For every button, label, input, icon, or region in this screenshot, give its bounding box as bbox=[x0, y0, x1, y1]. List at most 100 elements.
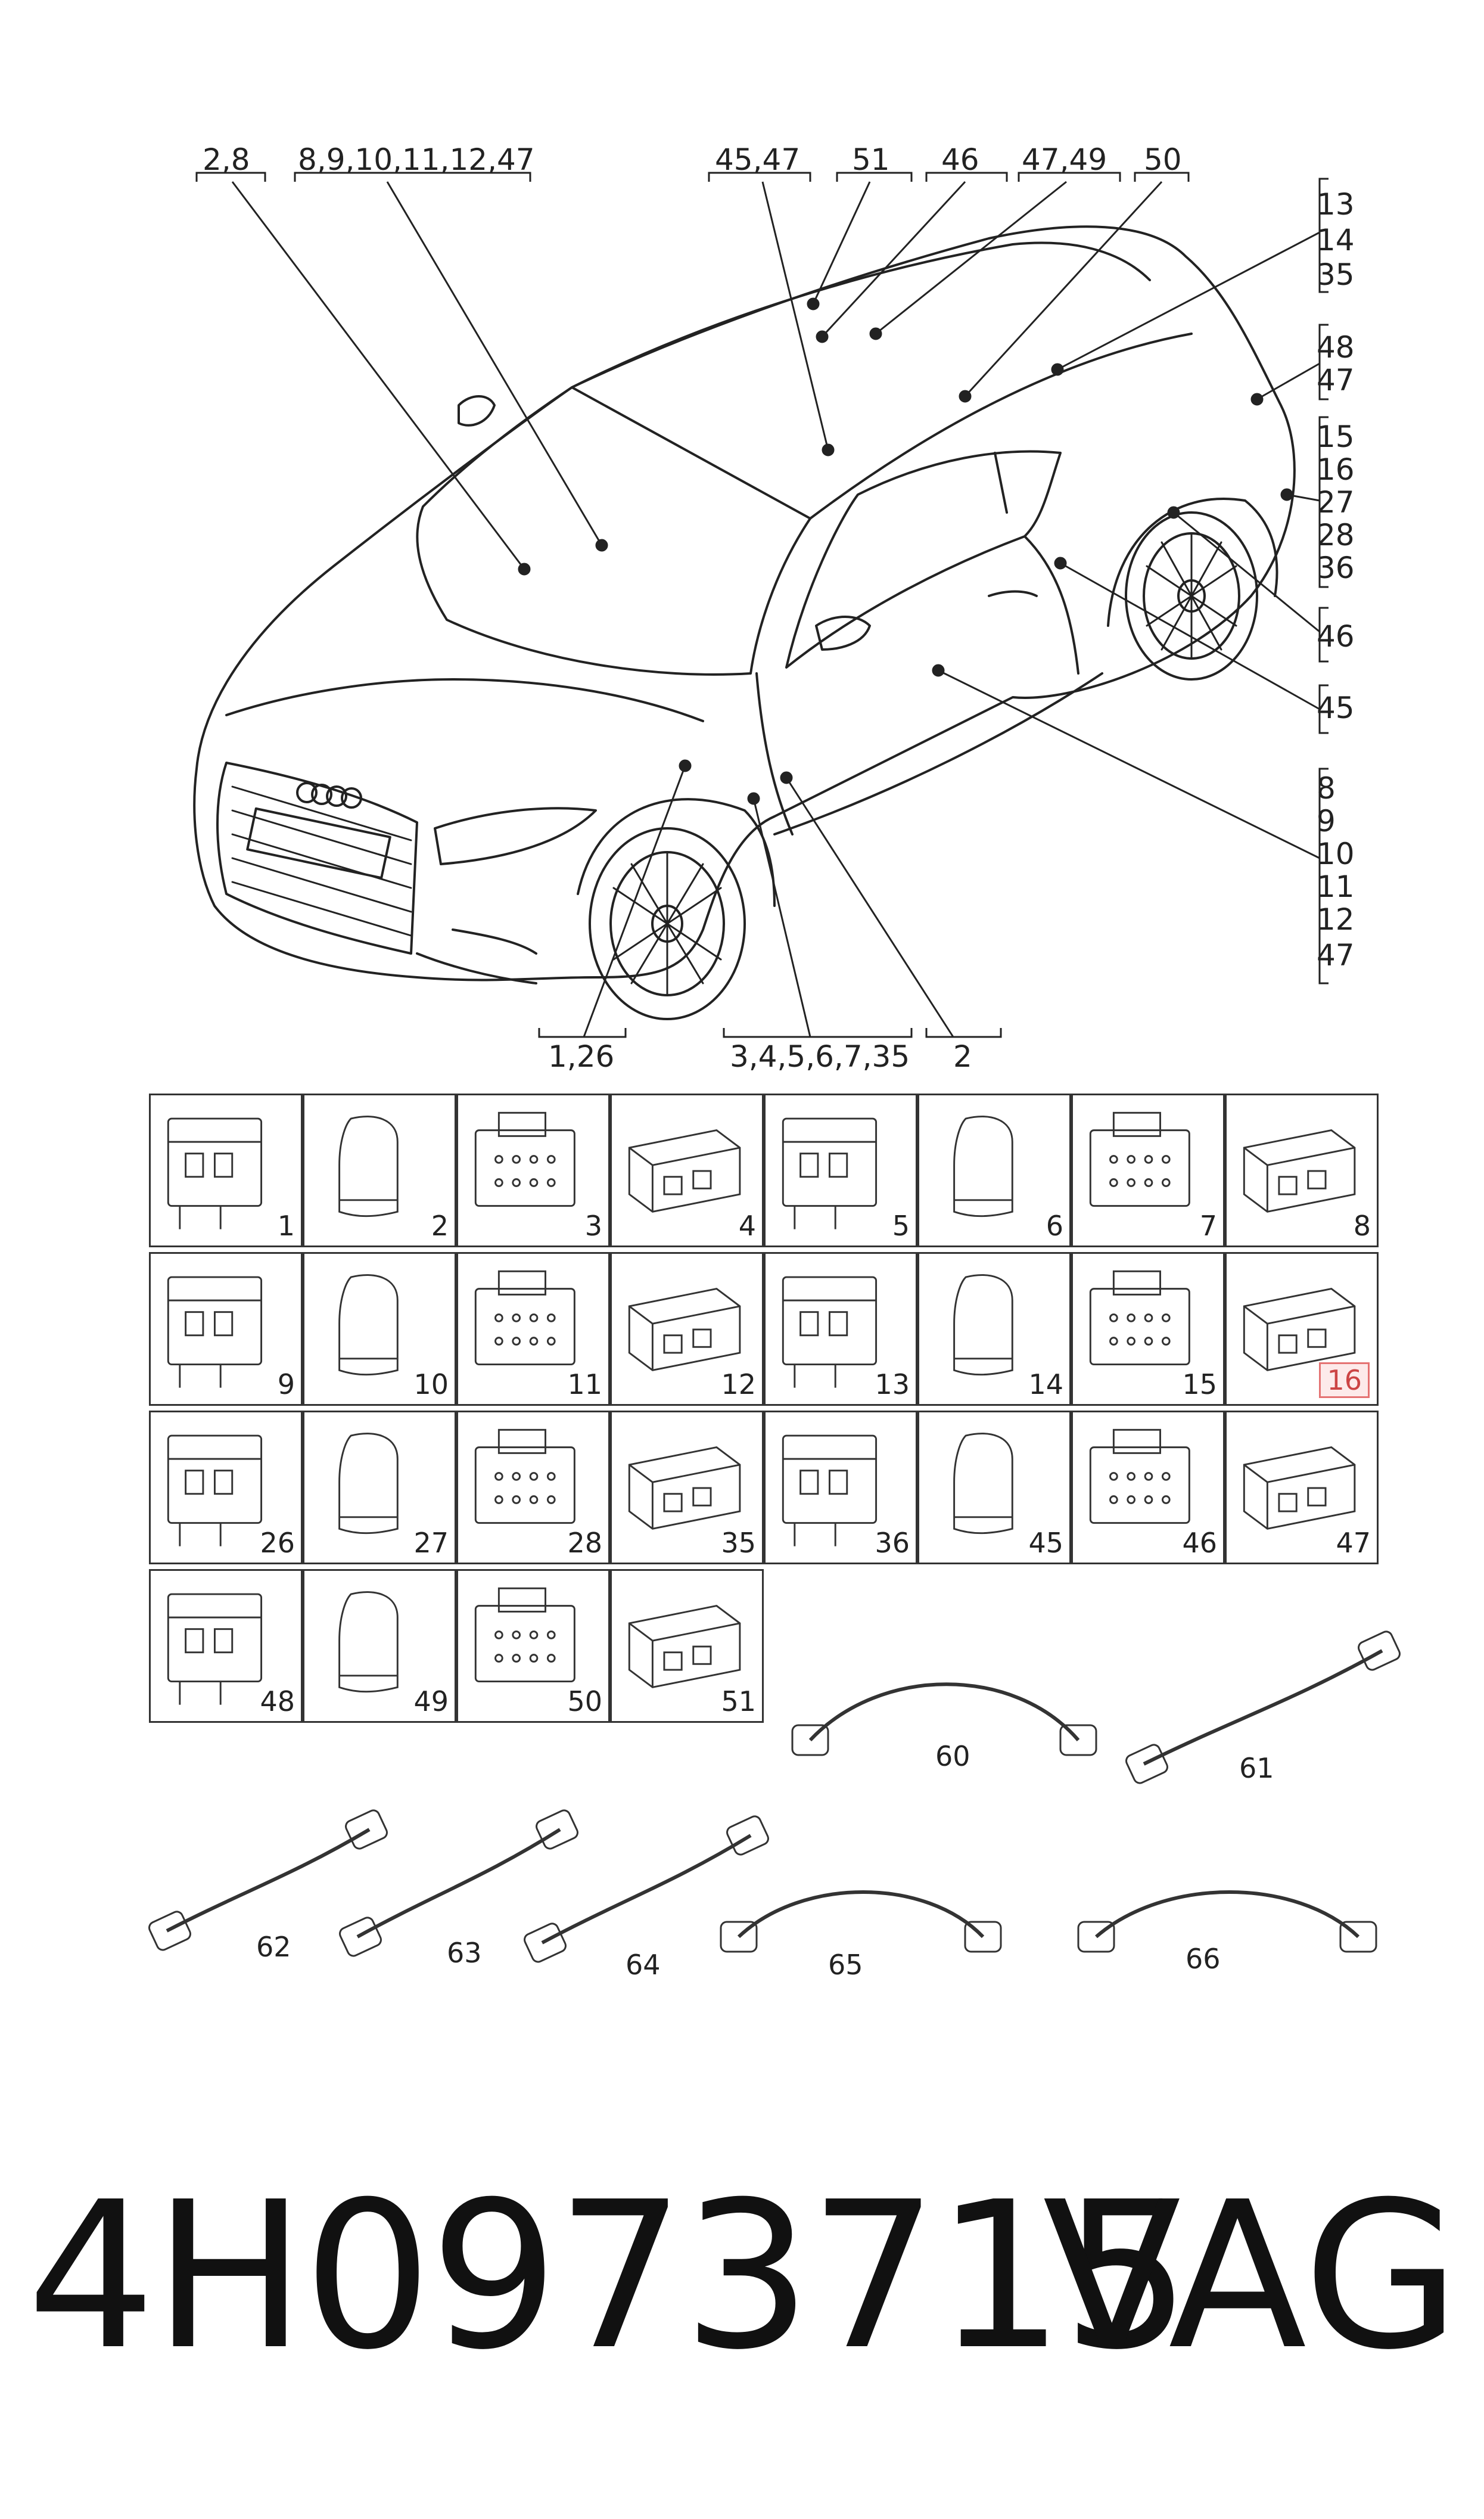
part-number-label: 50 bbox=[567, 1685, 602, 1717]
connector-icon bbox=[782, 1434, 878, 1546]
connector-icon bbox=[338, 1116, 399, 1217]
right-callout-36: 36 bbox=[1317, 551, 1355, 585]
part-cell-26[interactable]: 26 bbox=[149, 1411, 303, 1564]
connector-icon bbox=[1089, 1428, 1190, 1524]
part-cell-16[interactable]: 16 bbox=[1225, 1252, 1379, 1406]
connector-icon bbox=[628, 1446, 741, 1530]
right-callout-47b: 47 bbox=[1317, 938, 1355, 973]
front-bumper bbox=[416, 952, 537, 984]
callout-2-8: 2,8 bbox=[203, 142, 250, 177]
part-number-label: 11 bbox=[567, 1368, 602, 1400]
part-cell-1[interactable]: 1 bbox=[149, 1094, 303, 1247]
car-body-outline bbox=[193, 225, 1296, 981]
cable-65[interactable]: 65 bbox=[709, 1865, 1019, 1984]
connector-icon bbox=[338, 1433, 399, 1535]
part-cell-28[interactable]: 28 bbox=[456, 1411, 610, 1564]
front-wheel-arch bbox=[577, 798, 776, 907]
right-callout-14: 14 bbox=[1317, 223, 1355, 257]
part-number-label: 15 bbox=[1182, 1368, 1217, 1400]
part-cell-2[interactable]: 2 bbox=[303, 1094, 456, 1247]
side-window bbox=[785, 450, 1062, 669]
right-callout-16: 16 bbox=[1317, 452, 1355, 487]
connector-icon bbox=[1089, 1270, 1190, 1366]
connector-icon bbox=[1089, 1111, 1190, 1207]
part-number-label: 45 bbox=[1028, 1527, 1063, 1559]
part-cell-4[interactable]: 4 bbox=[610, 1094, 764, 1247]
connector-icon bbox=[953, 1116, 1013, 1217]
part-number-label: 26 bbox=[260, 1527, 295, 1559]
part-cell-35[interactable]: 35 bbox=[610, 1411, 764, 1564]
part-number-label: 12 bbox=[721, 1368, 756, 1400]
callout-3-to-35: 3,4,5,6,7,35 bbox=[730, 1039, 910, 1074]
rear-wheel bbox=[1125, 511, 1258, 681]
part-cell-7[interactable]: 7 bbox=[1071, 1094, 1225, 1247]
part-cell-46[interactable]: 46 bbox=[1071, 1411, 1225, 1564]
cable-number-label: 64 bbox=[626, 1949, 661, 1981]
connector-icon bbox=[782, 1117, 878, 1229]
part-cell-11[interactable]: 11 bbox=[456, 1252, 610, 1406]
connector-icon bbox=[338, 1274, 399, 1376]
part-number-label: 10 bbox=[413, 1368, 449, 1400]
cable-drawing bbox=[524, 1815, 769, 1963]
part-number-label: 16 bbox=[1319, 1362, 1370, 1398]
part-number-label: 6 bbox=[1046, 1210, 1063, 1242]
part-cell-36[interactable]: 36 bbox=[764, 1411, 917, 1564]
part-cell-12[interactable]: 12 bbox=[610, 1252, 764, 1406]
cable-62[interactable]: 62 bbox=[143, 1800, 393, 1967]
part-number-label: 14 bbox=[1028, 1368, 1063, 1400]
part-cell-27[interactable]: 27 bbox=[303, 1411, 456, 1564]
cable-drawing bbox=[791, 1682, 1097, 1756]
license-plate bbox=[246, 807, 391, 880]
part-number-label: 13 bbox=[875, 1368, 910, 1400]
part-cell-14[interactable]: 14 bbox=[917, 1252, 1071, 1406]
part-cell-51[interactable]: 51 bbox=[610, 1569, 764, 1723]
callout-1-26: 1,26 bbox=[548, 1039, 614, 1074]
callout-51: 51 bbox=[852, 142, 890, 177]
connector-icon bbox=[338, 1591, 399, 1693]
part-cell-15[interactable]: 15 bbox=[1071, 1252, 1225, 1406]
right-callout-28: 28 bbox=[1317, 518, 1355, 552]
connector-icon bbox=[474, 1428, 575, 1524]
mirror bbox=[815, 616, 871, 651]
part-cell-47[interactable]: 47 bbox=[1225, 1411, 1379, 1564]
part-cell-6[interactable]: 6 bbox=[917, 1094, 1071, 1247]
roof-line bbox=[571, 241, 1151, 389]
connector-icon bbox=[167, 1593, 263, 1705]
fog-light bbox=[452, 928, 537, 955]
part-number: 4H0973715 bbox=[27, 2158, 1191, 2394]
cable-61[interactable]: 61 bbox=[1120, 1621, 1406, 1800]
cable-60[interactable]: 60 bbox=[780, 1651, 1114, 1800]
right-callout-13: 13 bbox=[1317, 187, 1355, 222]
headlight bbox=[434, 807, 597, 865]
part-cell-9[interactable]: 9 bbox=[149, 1252, 303, 1406]
part-cell-8[interactable]: 8 bbox=[1225, 1094, 1379, 1247]
cable-63[interactable]: 63 bbox=[334, 1800, 584, 1973]
cable-66[interactable]: 66 bbox=[1066, 1865, 1394, 1984]
side-sill bbox=[773, 672, 1103, 835]
part-cell-50[interactable]: 50 bbox=[456, 1569, 610, 1723]
part-cell-49[interactable]: 49 bbox=[303, 1569, 456, 1723]
part-number-label: 49 bbox=[413, 1685, 449, 1717]
right-callout-48: 48 bbox=[1317, 330, 1355, 365]
brand-rings-logo bbox=[296, 782, 362, 809]
part-cell-3[interactable]: 3 bbox=[456, 1094, 610, 1247]
callout-47-49: 47,49 bbox=[1022, 142, 1107, 177]
part-number-label: 3 bbox=[584, 1210, 602, 1242]
part-cell-45[interactable]: 45 bbox=[917, 1411, 1071, 1564]
front-wheel bbox=[589, 827, 746, 1020]
cable-drawing bbox=[1077, 1890, 1377, 1953]
cable-number-label: 61 bbox=[1239, 1752, 1274, 1784]
part-cell-13[interactable]: 13 bbox=[764, 1252, 917, 1406]
brand-name: VAG bbox=[1043, 2158, 1460, 2394]
cable-64[interactable]: 64 bbox=[518, 1806, 774, 1981]
right-callout-47: 47 bbox=[1317, 363, 1355, 397]
part-cell-48[interactable]: 48 bbox=[149, 1569, 303, 1723]
right-callout-15: 15 bbox=[1317, 420, 1355, 454]
part-number-label: 46 bbox=[1182, 1527, 1217, 1559]
part-cell-10[interactable]: 10 bbox=[303, 1252, 456, 1406]
part-cell-5[interactable]: 5 bbox=[764, 1094, 917, 1247]
connector-icon bbox=[474, 1270, 575, 1366]
cable-number-label: 65 bbox=[828, 1949, 863, 1981]
part-number-label: 28 bbox=[567, 1527, 602, 1559]
